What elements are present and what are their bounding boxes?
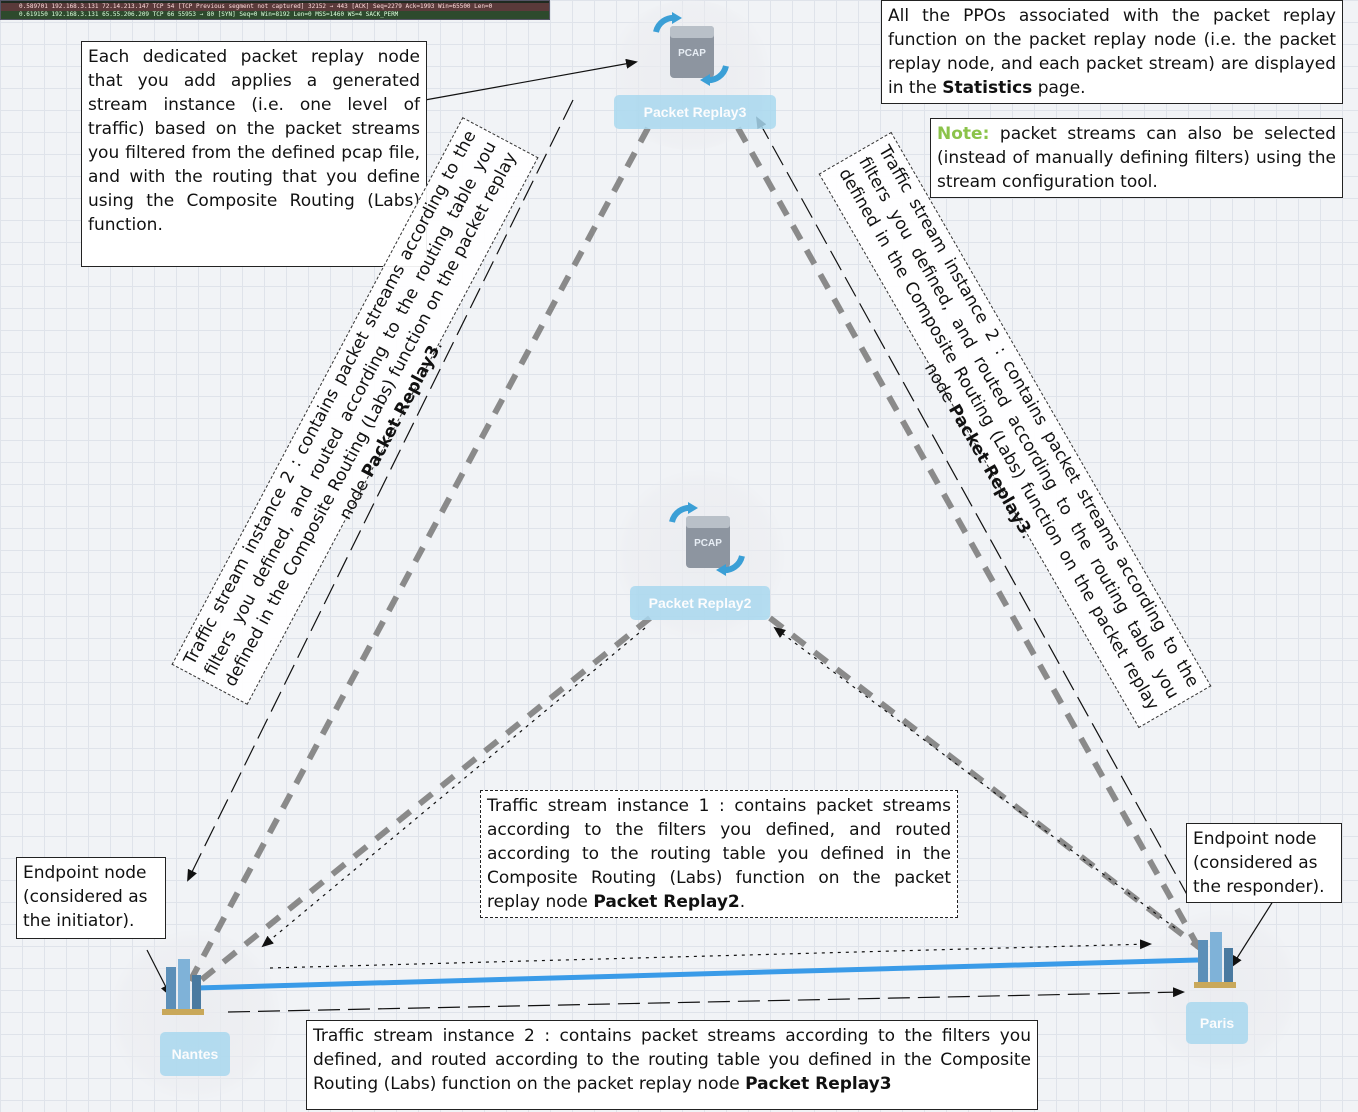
node-label-paris[interactable]: Paris bbox=[1186, 1002, 1248, 1044]
paris-building-icon bbox=[1194, 932, 1236, 988]
responder-callout: Endpoint node (considered as the respond… bbox=[1186, 823, 1342, 903]
callout-text: Endpoint node (considered as the respond… bbox=[1193, 829, 1325, 897]
capture-row: 0.589701 192.168.3.131 72.14.213.147 TCP… bbox=[1, 3, 549, 11]
callout-text: Endpoint node (considered as the initiat… bbox=[23, 863, 148, 931]
stream-instance-2-bottom-callout: Traffic stream instance 2 : contains pac… bbox=[306, 1020, 1038, 1110]
note-label: Note: bbox=[937, 124, 990, 144]
callout-text: page. bbox=[1032, 78, 1086, 98]
packet-capture-strip: 0.589701 192.168.3.131 72.14.213.147 TCP… bbox=[0, 0, 550, 20]
capture-row: 0.619150 192.168.3.131 65.55.206.209 TCP… bbox=[1, 11, 549, 19]
callout-text: Traffic stream instance 2 : contains pac… bbox=[313, 1026, 1031, 1094]
node-label-replay3[interactable]: Packet Replay3 bbox=[614, 95, 776, 129]
note-callout: Note: packet streams can also be selecte… bbox=[930, 118, 1343, 198]
initiator-callout: Endpoint node (considered as the initiat… bbox=[16, 857, 166, 939]
annotation-arrow bbox=[187, 99, 574, 882]
annotation-arrow bbox=[261, 627, 646, 948]
callout-pointer bbox=[1230, 897, 1276, 968]
link-nantes-paris bbox=[195, 957, 1199, 991]
stream-path-replay2-nantes bbox=[193, 615, 652, 988]
callout-text: Traffic stream instance 1 : contains pac… bbox=[487, 796, 951, 912]
callout-pointer bbox=[424, 58, 638, 101]
nantes-building-icon bbox=[162, 959, 204, 1015]
callout-text: Each dedicated packet replay node that y… bbox=[88, 47, 420, 235]
annotation-arrow bbox=[773, 626, 1176, 929]
note-text: packet streams can also be selected (ins… bbox=[937, 124, 1336, 192]
pcap-replay2-icon: PCAP bbox=[669, 502, 745, 576]
statistics-callout: All the PPOs associated with the packet … bbox=[881, 0, 1343, 104]
replay2-ref: Packet Replay2 bbox=[593, 892, 740, 912]
replay3-ref: Packet Replay3 bbox=[745, 1074, 892, 1094]
replay-node-callout: Each dedicated packet replay node that y… bbox=[81, 41, 427, 267]
statistics-page-name: Statistics bbox=[942, 78, 1033, 98]
pcap-replay3-icon: PCAP bbox=[653, 12, 729, 86]
annotation-arrow bbox=[269, 939, 1152, 969]
stream-path-replay3-paris bbox=[735, 126, 1203, 952]
annotation-arrow bbox=[227, 987, 1185, 1013]
callout-text: All the PPOs associated with the packet … bbox=[888, 6, 1336, 98]
stream-path-replay3-nantes bbox=[185, 126, 651, 987]
pcap-badge: PCAP bbox=[694, 538, 722, 549]
callout-text: . bbox=[739, 892, 746, 912]
annotation-arrow bbox=[756, 116, 1191, 901]
pcap-badge: PCAP bbox=[678, 48, 706, 59]
node-label-nantes[interactable]: Nantes bbox=[160, 1032, 230, 1076]
node-label-replay2[interactable]: Packet Replay2 bbox=[630, 586, 770, 620]
stream-instance-1-callout: Traffic stream instance 1 : contains pac… bbox=[480, 790, 958, 918]
